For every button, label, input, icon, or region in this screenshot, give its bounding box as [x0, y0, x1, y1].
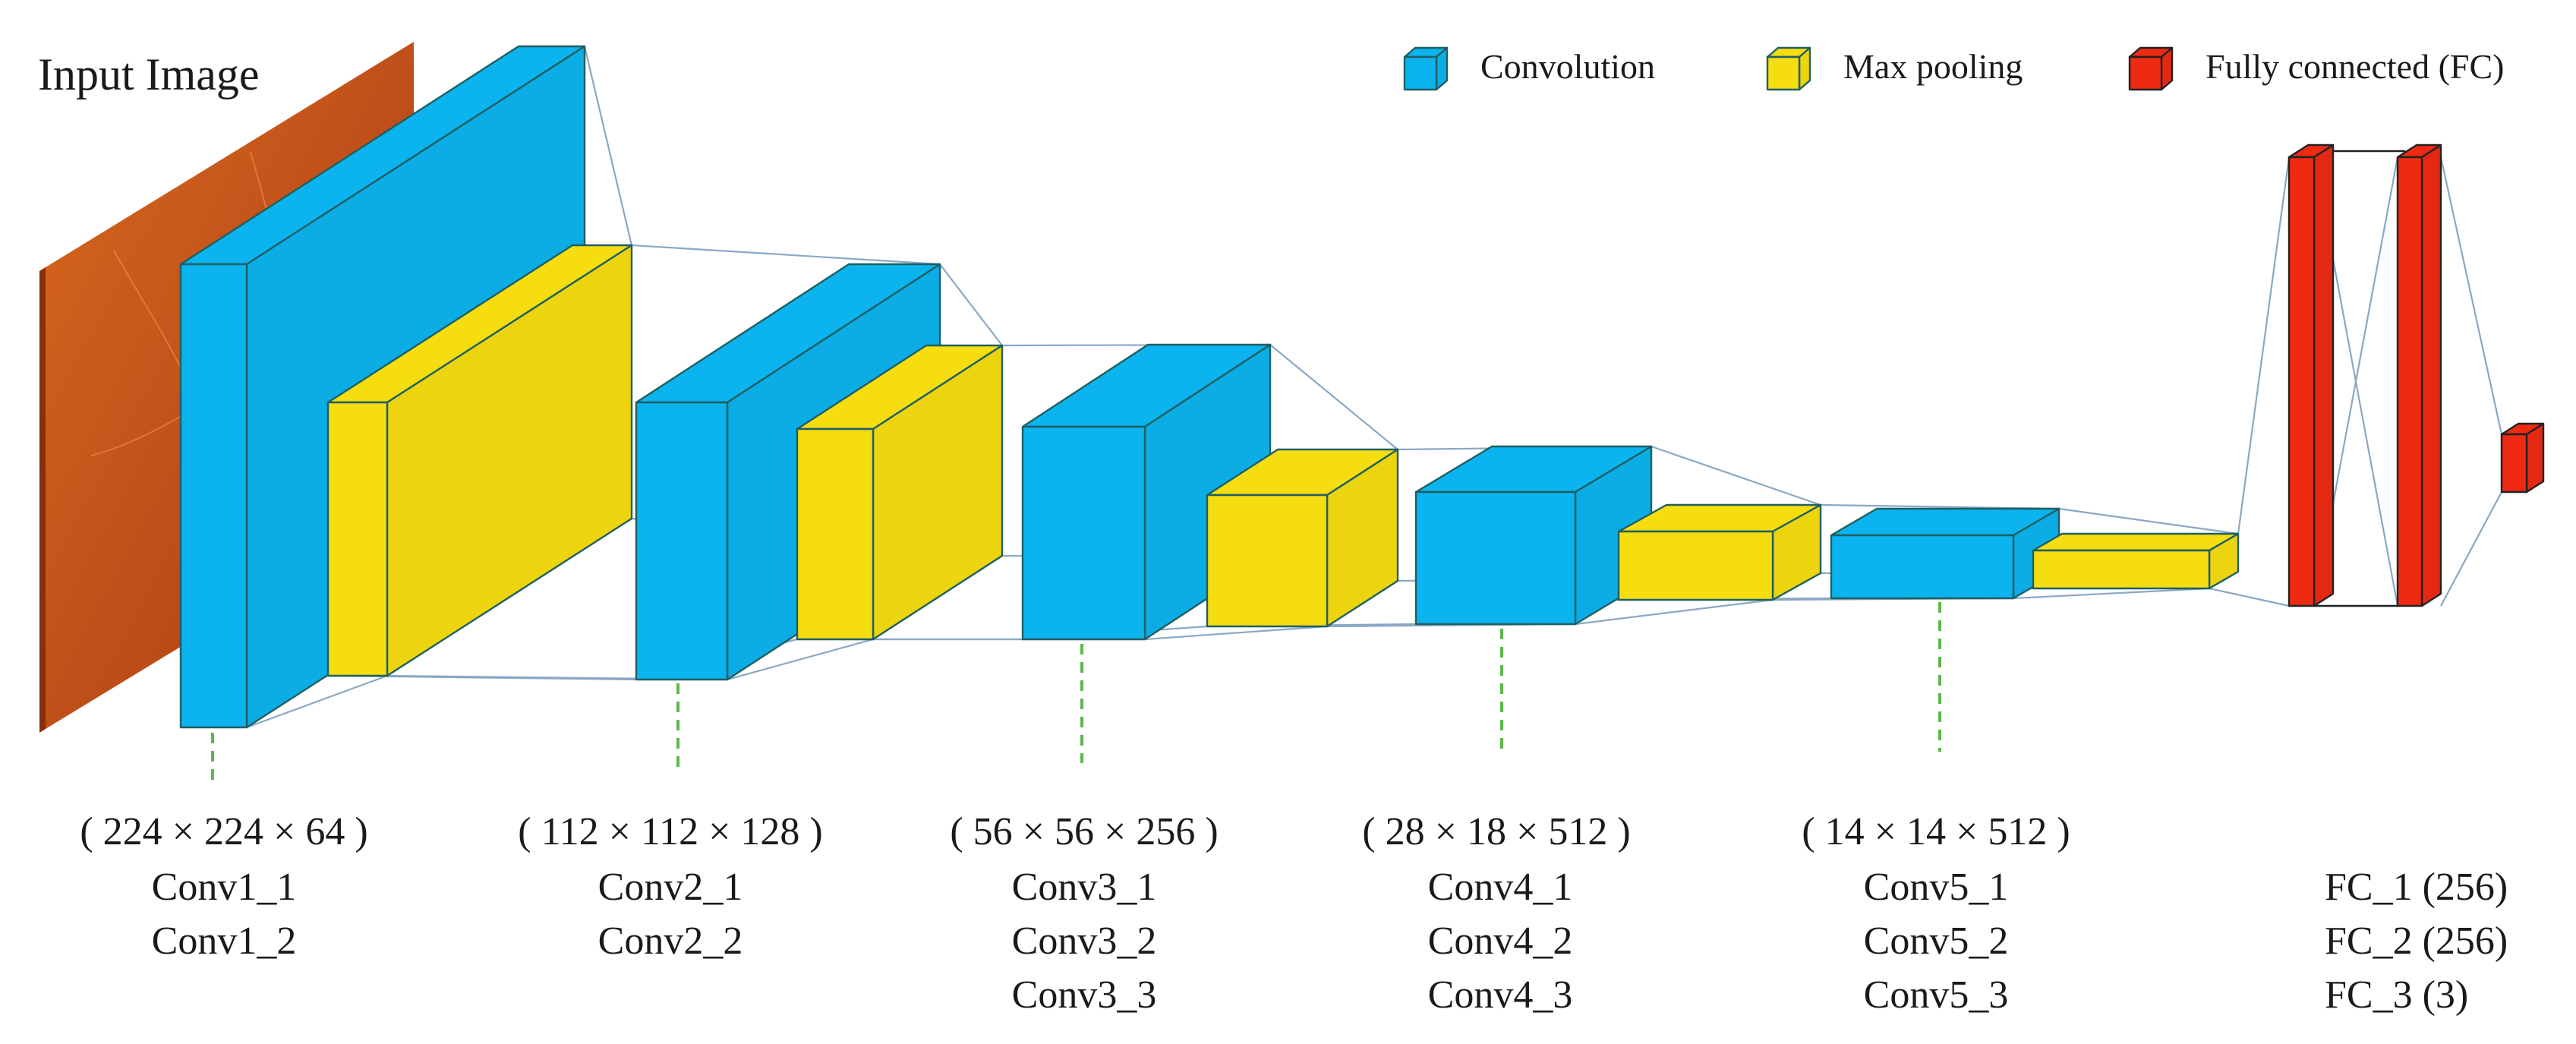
pool5-block-top	[2032, 532, 2240, 552]
max-pooling-legend-icon	[1766, 46, 1811, 91]
stage-5-dims: ( 14 × 14 × 512 )	[1802, 810, 2070, 853]
pool1-block-front	[326, 401, 389, 677]
connection-line	[727, 638, 874, 681]
stage-4-dims: ( 28 × 18 × 512 )	[1362, 810, 1630, 853]
input-image-title: Input Image	[38, 49, 260, 99]
fc3-block-side	[2525, 422, 2545, 494]
stage-1-dims: ( 224 × 224 × 64 )	[80, 810, 367, 853]
pool4-block	[1617, 503, 1822, 601]
connection-line	[1144, 625, 1328, 641]
convolution-legend-icon-front	[1403, 55, 1438, 91]
connection-line	[631, 244, 941, 266]
legend-max-pooling-label: Max pooling	[1843, 47, 2023, 86]
fc1-block	[2288, 144, 2335, 607]
stage-3-layer-2: Conv3_2	[1012, 919, 1157, 963]
fc3-block-front	[2500, 433, 2528, 494]
stage-5-layer-1: Conv5_1	[1864, 866, 2009, 909]
pool4-block-front	[1617, 530, 1774, 601]
fc2-block-front	[2396, 156, 2423, 607]
stage-4-layer-1: Conv4_1	[1428, 866, 1573, 909]
max-pooling-legend-icon-front	[1766, 55, 1801, 91]
fc1-block-front	[2288, 156, 2316, 607]
stage-3-layer-3: Conv3_3	[1012, 973, 1157, 1017]
connection-line	[939, 263, 1003, 346]
stage-1-layer-1: Conv1_1	[152, 866, 297, 909]
pool1-block	[326, 244, 633, 677]
stage-3-dims: ( 56 × 56 × 256 )	[950, 810, 1218, 853]
pool2-block	[796, 344, 1004, 641]
connection-line	[583, 46, 633, 246]
connection-line	[1575, 598, 1774, 626]
conv4-block	[1414, 445, 1653, 626]
stage-labels: ( 224 × 224 × 64 ) Conv1_1 Conv1_2 ( 112…	[80, 810, 2508, 1017]
stage-3-layer-1: Conv3_1	[1012, 866, 1157, 909]
stage-2-layer-1: Conv2_1	[598, 866, 743, 909]
convolution-legend-icon	[1403, 46, 1449, 91]
stage-2-dims: ( 112 × 112 × 128 )	[518, 810, 822, 853]
connection-line	[2440, 491, 2502, 607]
pool5-block-front	[2032, 549, 2211, 590]
blocks-layer	[179, 45, 2545, 729]
stage-1-layer-2: Conv1_2	[152, 919, 297, 963]
fc-2-label: FC_2 (256)	[2325, 919, 2508, 963]
conv5-block	[1830, 507, 2060, 600]
guide-lines	[211, 602, 1941, 781]
legend-fully-connected-label: Fully connected (FC)	[2206, 47, 2505, 86]
connection-line	[2013, 587, 2210, 600]
fc-3-label: FC_3 (3)	[2325, 973, 2468, 1017]
connection-line	[2058, 507, 2239, 535]
legend-icons	[1403, 46, 2174, 91]
conv3-block-front	[1021, 425, 1146, 641]
connection-line	[1269, 344, 1398, 450]
pool5-block	[2032, 532, 2240, 590]
fc2-block-side	[2420, 144, 2442, 607]
pool3-block-front	[1206, 494, 1329, 628]
connection-line	[2209, 587, 2290, 607]
stage-4-layer-2: Conv4_2	[1428, 919, 1573, 963]
conv2-block-front	[635, 401, 729, 681]
legend: Convolution Max pooling Fully connected …	[1403, 46, 2505, 91]
fc3-block	[2500, 422, 2545, 494]
fc-1-label: FC_1 (256)	[2325, 866, 2508, 909]
pool2-block-front	[796, 427, 875, 641]
conv4-block-front	[1414, 490, 1577, 626]
fully-connected-legend-icon	[2128, 46, 2174, 91]
connection-line	[2237, 156, 2291, 535]
stage-5-layer-3: Conv5_3	[1864, 973, 2009, 1017]
stage-2-layer-2: Conv2_2	[598, 919, 743, 963]
connection-line	[246, 674, 388, 729]
fully-connected-legend-icon-front	[2128, 55, 2163, 91]
conv5-block-front	[1830, 534, 2015, 600]
fc2-block	[2396, 144, 2442, 607]
legend-convolution-label: Convolution	[1480, 47, 1655, 86]
stage-4-layer-3: Conv4_3	[1428, 973, 1573, 1017]
stage-5-layer-2: Conv5_2	[1864, 919, 2009, 963]
pool3-block	[1206, 448, 1399, 628]
connection-line	[1651, 445, 1821, 506]
conv1-block-front	[179, 263, 248, 729]
fc1-block-side	[2313, 144, 2335, 607]
connection-line	[2439, 156, 2503, 435]
